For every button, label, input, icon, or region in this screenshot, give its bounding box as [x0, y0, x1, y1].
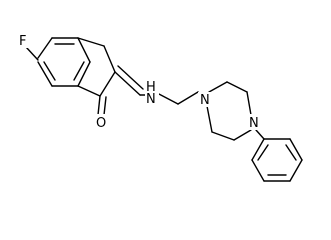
fluorine-atom-label: F	[19, 34, 26, 49]
bond	[77, 61, 91, 87]
bond	[177, 91, 199, 105]
bond	[25, 46, 39, 61]
bond	[251, 138, 265, 161]
bond	[77, 37, 91, 63]
bond	[246, 91, 252, 116]
bond	[37, 61, 53, 87]
piperazine-nitrogen-label: N	[249, 116, 259, 131]
bond	[97, 95, 101, 116]
carbonyl-oxygen-label: O	[96, 116, 106, 131]
amine-nitrogen-label: N	[146, 92, 156, 107]
bond	[114, 71, 141, 96]
bond	[251, 159, 265, 182]
bond-lines	[25, 37, 303, 182]
bond	[206, 105, 213, 133]
bond	[211, 131, 235, 141]
bond	[103, 45, 116, 73]
bond	[285, 144, 297, 161]
bond	[257, 144, 269, 161]
bond	[255, 129, 265, 140]
bond	[99, 71, 116, 97]
bond	[77, 85, 101, 97]
amine-h-label: H	[146, 80, 156, 95]
bond	[73, 61, 85, 81]
bond	[117, 65, 144, 90]
bond	[289, 138, 303, 161]
bond	[226, 81, 248, 93]
bond	[208, 81, 228, 93]
bond	[233, 129, 252, 141]
atom-labels: F O H N N N	[17, 33, 261, 131]
bond	[37, 37, 53, 59]
bond	[77, 37, 105, 47]
bond	[156, 92, 179, 105]
bond	[43, 61, 56, 81]
bond	[103, 96, 107, 116]
chemical-structure-diagram: F O H N N N	[17, 33, 303, 182]
bond	[289, 159, 303, 182]
piperazine-nitrogen-label: N	[200, 93, 210, 108]
